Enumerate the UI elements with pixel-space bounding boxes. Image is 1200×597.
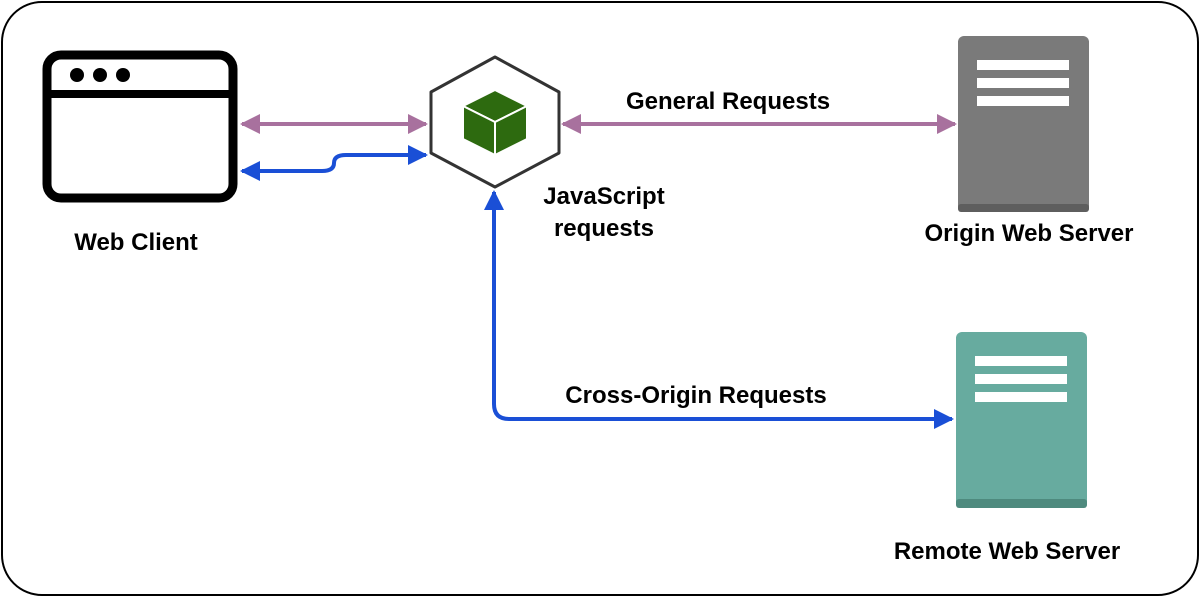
general-requests-label: General Requests bbox=[626, 88, 830, 115]
cross-origin-requests-label: Cross-Origin Requests bbox=[565, 382, 826, 409]
javascript-cube-icon bbox=[429, 55, 561, 189]
browser-window-icon bbox=[42, 50, 238, 203]
javascript-label-line2: requests bbox=[554, 215, 654, 242]
web-client-label: Web Client bbox=[74, 229, 198, 256]
remote-server-label: Remote Web Server bbox=[894, 538, 1120, 565]
client-js-cross-origin-arrow bbox=[240, 145, 428, 181]
origin-server-icon bbox=[958, 36, 1089, 212]
origin-server-label: Origin Web Server bbox=[925, 220, 1134, 247]
javascript-label-line1: JavaScript bbox=[543, 183, 664, 210]
js-remote-cross-origin-arrow bbox=[484, 190, 954, 429]
remote-server-icon bbox=[956, 332, 1087, 508]
